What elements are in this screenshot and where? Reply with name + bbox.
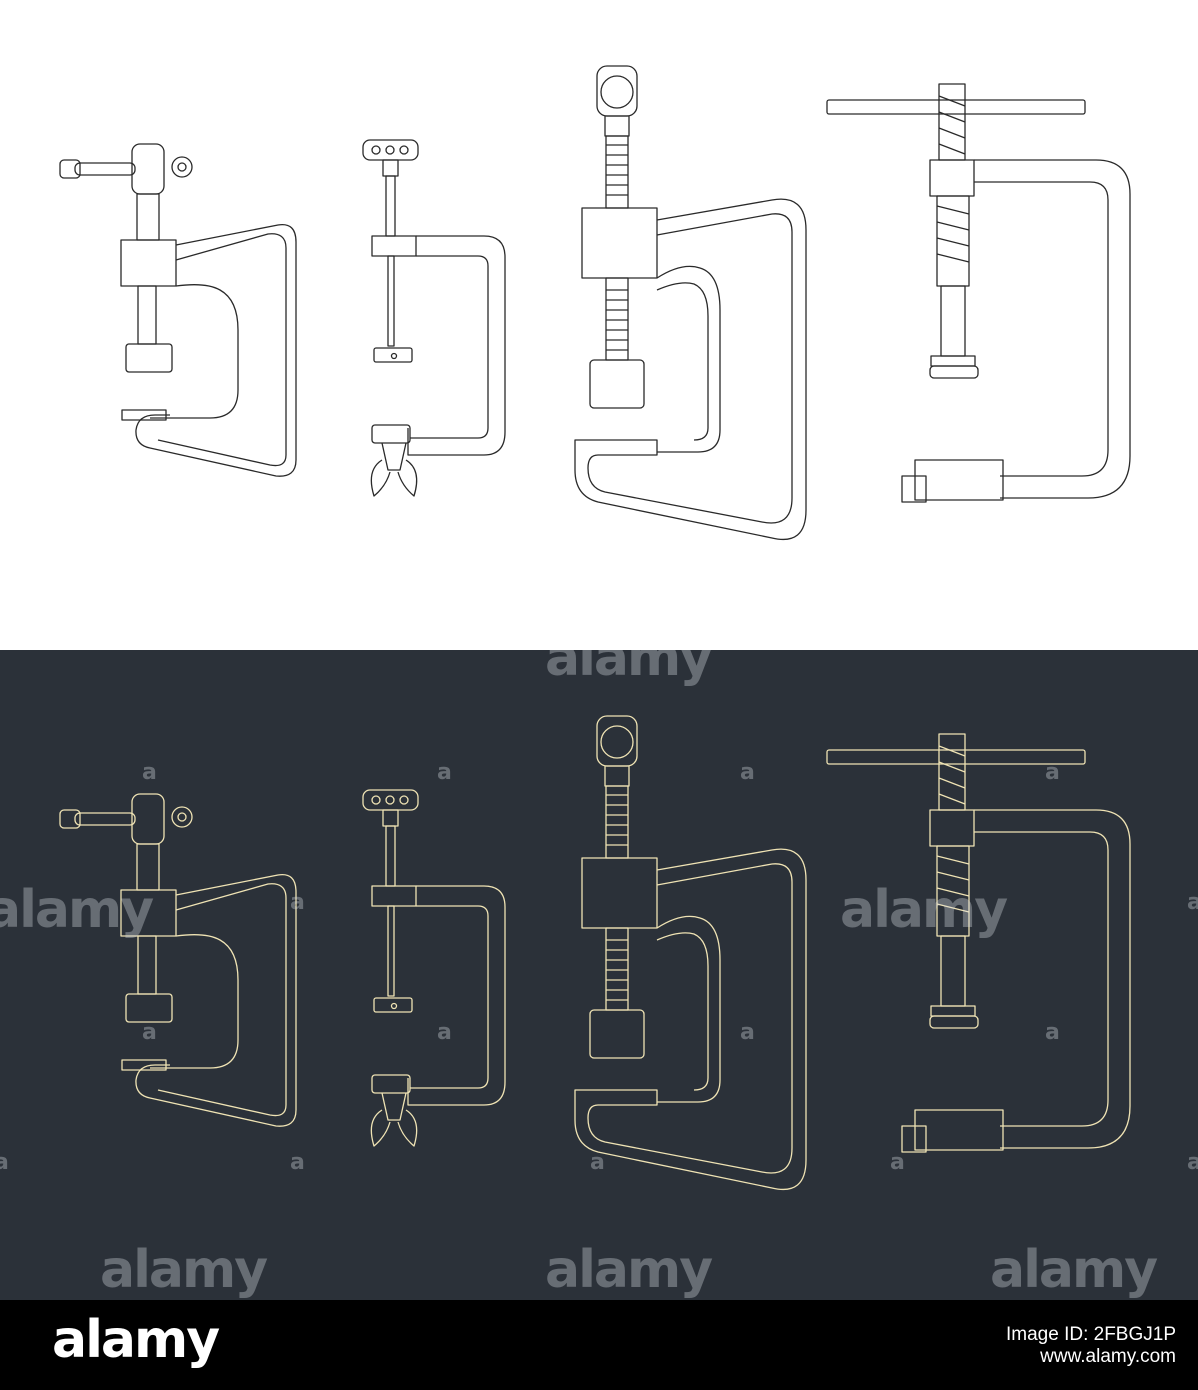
watermark-mark: a [740,760,755,785]
watermark-mark: a [1187,890,1198,915]
c-clamp-3-illustration-dark [574,715,807,1190]
alamy-footer-bar: alamy Image ID: 2FBGJ1P www.alamy.com [0,1300,1198,1390]
c-clamp-4-illustration-dark [826,733,1131,1153]
watermark-text: alamy [990,1240,1158,1300]
image-id-block: Image ID: 2FBGJ1P www.alamy.com [1006,1324,1176,1368]
image-id-label: Image ID: 2FBGJ1P [1005,1324,1176,1345]
c-clamp-1-illustration [59,143,297,477]
watermark-mark: a [142,1020,157,1045]
alamy-logo: alamy [52,1310,220,1370]
watermark-mark: a [590,1150,605,1175]
site-url: www.alamy.com [1040,1346,1176,1367]
c-clamp-3-illustration [574,65,807,540]
watermark-mark: a [1187,1150,1198,1175]
c-clamp-1-illustration-dark [59,793,297,1127]
clamp-drawings-dark [59,715,1131,1190]
watermark-text: alamy [840,880,1008,940]
clamp-drawings-light [59,65,1131,540]
watermark-mark: a [290,1150,305,1175]
c-clamp-2-illustration-dark [362,789,506,1147]
c-clamp-4-illustration [826,83,1131,503]
watermark-mark: a [290,890,305,915]
watermark-mark: a [437,760,452,785]
watermark-mark: a [142,760,157,785]
watermark-mark: a [740,1020,755,1045]
watermark-mark: a [437,1020,452,1045]
dark-drawing-panel: alamy alamy alamy alamy alamy alamy a a … [0,650,1198,1300]
watermark-mark: a [1045,1020,1060,1045]
watermark-mark: a [1045,760,1060,785]
watermark-text: alamy [100,1240,268,1300]
watermark-text: alamy [545,650,713,688]
watermark-mark: a [890,1150,905,1175]
c-clamp-2-illustration [362,139,506,497]
watermark-text: alamy [0,880,154,940]
watermark-mark: a [0,1150,9,1175]
light-drawing-panel [0,0,1198,650]
watermark-text: alamy [545,1240,713,1300]
